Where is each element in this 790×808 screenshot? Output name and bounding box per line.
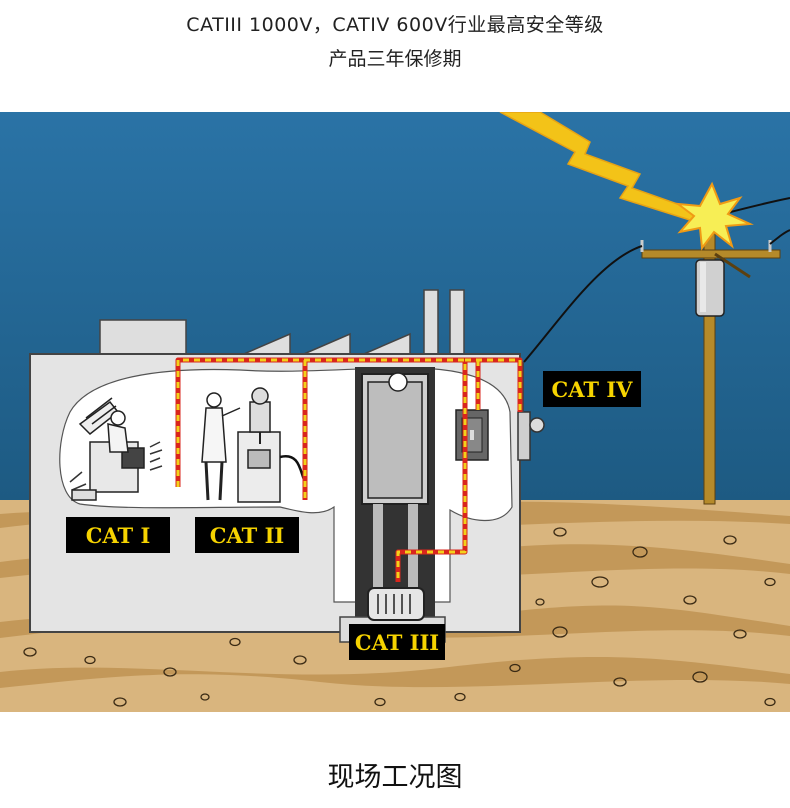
header-line-1: CATIII 1000V，CATIV 600V行业最高安全等级 — [186, 14, 604, 36]
wiring — [175, 357, 523, 582]
header: CATIII 1000V，CATIV 600V行业最高安全等级 产品三年保修期 — [0, 0, 790, 110]
cat-i-label: CAT I — [66, 517, 170, 553]
cat-iv-label: CAT IV — [543, 371, 641, 407]
workshop-scene — [201, 387, 307, 503]
header-line-2: 产品三年保修期 — [328, 48, 462, 70]
cat-ii-label: CAT II — [195, 517, 299, 553]
motor — [367, 587, 425, 621]
cat-iii-label: CAT III — [349, 624, 445, 660]
office-scene — [69, 397, 163, 501]
diagram-scene: CAT I CAT II CAT III CAT IV — [0, 111, 790, 712]
cat-i-text: CAT I — [86, 523, 151, 548]
caption: 现场工况图 — [327, 762, 463, 793]
cat-ii-text: CAT II — [210, 523, 284, 548]
distribution-panel — [455, 409, 489, 461]
cat-iv-text: CAT IV — [552, 377, 634, 402]
diagram-illustration: CAT I CAT II CAT III CAT IV — [0, 111, 790, 712]
lightning-bolt — [499, 111, 754, 251]
cat-iii-text: CAT III — [355, 630, 439, 655]
